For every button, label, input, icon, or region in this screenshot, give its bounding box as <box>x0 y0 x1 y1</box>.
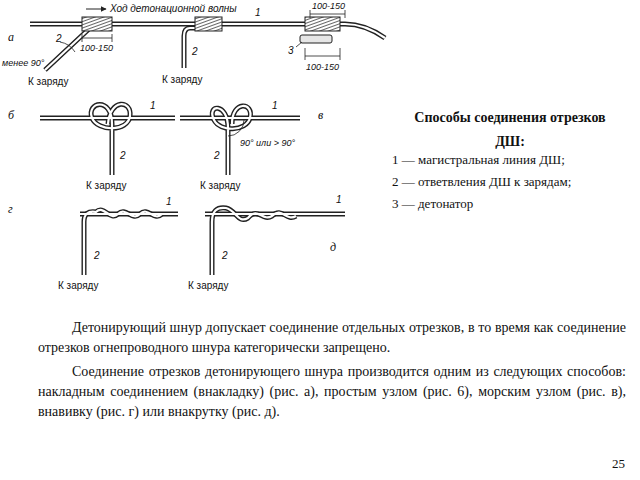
charge-note: К заряду <box>28 76 68 87</box>
figure-letter: б <box>8 108 14 123</box>
callout-number: 2 <box>56 33 62 44</box>
callout-number: 2 <box>222 250 228 261</box>
callout-number: 1 <box>150 100 156 111</box>
legend-line: 3 — детонатор <box>392 196 473 212</box>
callout-number: 2 <box>120 150 126 161</box>
callout-number: 3 <box>288 45 294 56</box>
angle-note: 90° или > 90° <box>240 138 295 148</box>
figure-letter: д <box>330 240 336 255</box>
callout-number: 2 <box>192 46 198 57</box>
callout-number: 1 <box>255 7 261 18</box>
charge-note: К заряду <box>86 180 126 191</box>
callout-number: 1 <box>166 196 172 207</box>
callout-number: 1 <box>336 194 342 205</box>
dimension: 100-150 <box>312 1 345 11</box>
legend-line: 2 — ответвления ДШ к зарядам; <box>392 174 571 190</box>
dimension: 100-150 <box>306 62 339 72</box>
callout-number: 1 <box>272 100 278 111</box>
charge-note: К заряду <box>200 180 240 191</box>
figure-letter: г <box>8 202 13 217</box>
charge-note: К заряду <box>58 280 98 291</box>
slide-title: Способы соединения отрезков ДШ: <box>405 106 615 154</box>
figure-letter: в <box>318 108 323 123</box>
dimension: 100-150 <box>80 43 113 53</box>
figure-letter: а <box>8 30 14 45</box>
angle-note: менее 90° <box>2 58 44 68</box>
charge-note: К заряду <box>162 74 202 85</box>
charge-note: К заряду <box>188 280 228 291</box>
page-number: 25 <box>612 456 625 472</box>
legend-line: 1 — магистральная линия ДШ; <box>392 152 565 168</box>
callout-number: 2 <box>214 150 220 161</box>
body-paragraph: Соединение отрезков детонирующего шнура … <box>38 362 626 422</box>
wave-direction: Ход детонационной волны <box>110 3 237 14</box>
body-paragraph: Детонирующий шнур допускает соединение о… <box>38 318 626 358</box>
callout-number: 2 <box>94 250 100 261</box>
